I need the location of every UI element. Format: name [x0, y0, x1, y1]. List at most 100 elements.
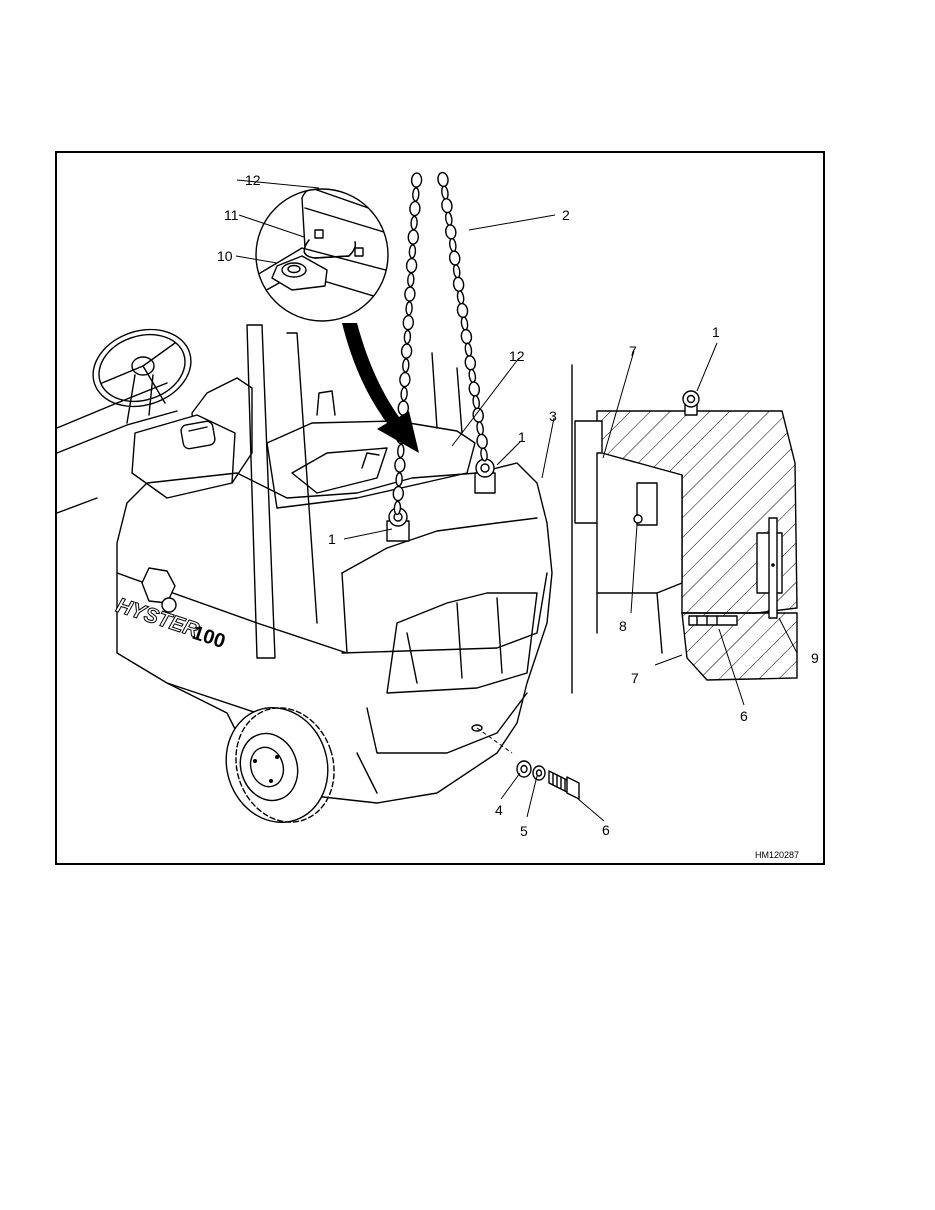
model-number: 100 — [189, 622, 228, 653]
chain-link — [392, 485, 405, 502]
chain-link — [441, 185, 449, 200]
chain-link — [472, 407, 484, 423]
chain-link — [452, 264, 461, 279]
rear-wheel — [225, 707, 335, 823]
chain-link — [402, 358, 410, 373]
chain-link — [408, 244, 417, 259]
lifting-eye-right — [474, 458, 496, 494]
chain-link — [476, 433, 488, 450]
chain-link — [397, 443, 405, 459]
callout-1-left-eye: 1 — [328, 531, 336, 547]
chain-link — [452, 276, 465, 292]
mast-bracket — [316, 390, 336, 416]
callout-1-section: 1 — [712, 324, 720, 340]
callout-6-bolt: 6 — [602, 822, 610, 838]
callout-5: 5 — [520, 823, 528, 839]
lifting-eye-left — [386, 507, 410, 542]
chain-link — [394, 457, 406, 473]
deck-recess — [291, 447, 388, 494]
chain-link — [403, 329, 412, 345]
capscrew — [548, 770, 580, 800]
callout-4: 4 — [495, 802, 503, 818]
chain-link — [400, 343, 413, 359]
lower-panel — [366, 692, 528, 754]
cowl-line — [57, 382, 168, 429]
frame-edge — [57, 497, 98, 514]
steering-wheel — [92, 328, 192, 424]
washer-lock — [532, 765, 546, 781]
chain-link — [464, 355, 477, 371]
bolt-axis — [476, 727, 513, 754]
section-bolt — [688, 615, 738, 626]
callout-7-top: 7 — [629, 343, 637, 359]
grille-opening — [386, 592, 538, 694]
guard-post-rear — [286, 332, 318, 624]
operator-seat — [131, 377, 253, 499]
callout-2: 2 — [562, 207, 570, 223]
counterweight-lower-hatched — [681, 612, 798, 681]
retainer-pin — [768, 517, 778, 619]
frame-pin — [633, 514, 643, 524]
exploded-view-illustration: HYSTER 100 — [57, 171, 819, 860]
callout-9: 9 — [811, 650, 819, 666]
figure-frame: HYSTER 100 — [55, 151, 825, 865]
chain-link — [448, 237, 457, 253]
callout-1-right-eye: 1 — [518, 429, 526, 445]
chain-link — [404, 286, 416, 302]
callout-10: 10 — [217, 248, 233, 264]
chain-link — [412, 187, 420, 202]
overhead-guard-post — [246, 324, 276, 659]
lifting-chain-left — [392, 172, 423, 516]
callout-12-top: 12 — [245, 172, 261, 188]
chain-link — [464, 342, 473, 357]
chain-link — [405, 257, 418, 274]
chain-link — [437, 171, 449, 188]
chain-link — [445, 224, 457, 240]
mast-rail — [431, 352, 463, 434]
chain-link — [395, 472, 403, 487]
counterweight-cross-section — [571, 364, 798, 694]
frame-lower — [596, 592, 663, 654]
chain-link — [441, 198, 453, 214]
chain-link — [444, 211, 453, 226]
callout-6-section: 6 — [740, 708, 748, 724]
callout-11: 11 — [224, 207, 239, 223]
chain-link — [393, 500, 402, 516]
chain-link — [460, 316, 469, 331]
callout-leaders — [235, 179, 798, 822]
chain-link — [480, 447, 488, 462]
chain-link — [405, 301, 413, 316]
frame-slot — [636, 482, 658, 526]
counterweight-bevel — [341, 517, 538, 574]
chain-link — [456, 302, 469, 319]
detail-pointer-arrow — [342, 323, 419, 453]
chain-link — [460, 328, 473, 345]
chain-link — [400, 386, 408, 402]
callout-7-bottom: 7 — [631, 670, 639, 686]
chain-link — [456, 290, 465, 305]
chain-link — [472, 394, 481, 410]
filler-cap — [141, 567, 176, 604]
chain-link — [468, 368, 477, 384]
washer-flat — [516, 760, 532, 778]
chain-link — [402, 314, 415, 331]
bolt-thread — [696, 615, 718, 626]
callout-8: 8 — [619, 618, 627, 634]
figure-id-label: HM120287 — [755, 850, 799, 860]
lower-panel-edge — [356, 752, 378, 794]
chain-link — [476, 421, 484, 436]
deck-detail — [361, 452, 380, 469]
filler-cap-knob — [161, 597, 177, 613]
callout-3: 3 — [549, 408, 557, 424]
counterweight-face — [341, 572, 548, 654]
section-lifting-eye — [682, 390, 700, 408]
mounting-hole — [471, 724, 483, 732]
chain-link — [448, 250, 461, 266]
chain-link — [407, 272, 415, 288]
lifting-chain-right — [437, 171, 488, 462]
detail-view — [255, 188, 389, 322]
callout-labels: 12 11 10 2 12 1 3 1 1 7 8 7 9 6 4 5 6 HM… — [217, 172, 819, 860]
chain-link — [399, 371, 411, 388]
grille-bars — [406, 597, 503, 684]
counterweight-deck — [266, 420, 476, 509]
